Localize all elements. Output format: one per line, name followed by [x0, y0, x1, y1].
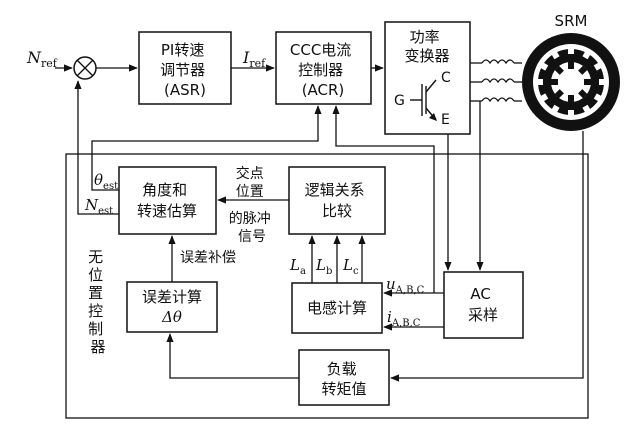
igbt-emitter-arrow	[429, 113, 437, 121]
asr-block	[138, 31, 232, 105]
sensorless-controller-frame	[65, 153, 589, 419]
intersection-pulse-label: 交点 位置 的脉冲 信号	[229, 165, 275, 245]
inductance-calc-text: 电感计算	[307, 299, 367, 317]
arrow-current-feedback-to-acr	[332, 105, 435, 293]
label-n-ref: Nref	[26, 48, 58, 70]
transistor-e-label: E	[441, 112, 450, 128]
error-compensation-label: 误差补偿	[180, 250, 236, 266]
srm-label: SRM	[555, 12, 588, 30]
sensorless-controller-label: 无 位 置 控 制 器	[88, 248, 108, 356]
transistor-c-label: C	[441, 70, 451, 86]
acr-block	[275, 31, 372, 105]
label-u-abc: uA,B,C	[386, 275, 425, 296]
label-theta-est: θest	[94, 171, 118, 192]
arrow-theta-to-acr	[91, 105, 322, 191]
converter-block	[384, 21, 471, 135]
asr-text: PI转速 调节器 (ASR)	[160, 41, 210, 99]
inductance-calc-block	[291, 282, 383, 334]
srm-motor	[522, 33, 620, 131]
delta-theta-label: Δθ	[161, 308, 182, 326]
transistor-g-label: G	[394, 93, 405, 109]
angle-estimator-text: 角度和 转速估算	[137, 181, 197, 220]
arrow-load-torque-to-error-calc	[166, 333, 299, 379]
label-n-est: Nest	[84, 196, 113, 217]
label-lc: Lc	[342, 256, 359, 277]
arrow-srm-to-load-torque	[390, 131, 584, 382]
label-i-abc: iA,B,C	[387, 308, 421, 329]
logic-compare-text: 逻辑关系 比较	[305, 181, 370, 220]
arrow-nest-to-sum	[74, 80, 119, 215]
label-la: La	[289, 256, 306, 277]
label-lb: Lb	[315, 256, 332, 277]
converter-text: 功率 变换器	[404, 28, 449, 65]
ac-sampling-block	[443, 271, 524, 339]
acr-text: CCC电流 控制器 (ACR)	[290, 41, 356, 99]
phase-windings	[470, 59, 522, 103]
label-i-ref: Iref	[242, 48, 266, 70]
load-torque-text: 负载 转矩值	[321, 360, 366, 398]
summing-junction	[73, 56, 97, 80]
error-calc-text: 误差计算	[142, 288, 202, 306]
ac-sampling-text: AC 采样	[468, 285, 498, 324]
angle-estimator-block	[118, 166, 217, 235]
logic-compare-block	[288, 166, 386, 235]
